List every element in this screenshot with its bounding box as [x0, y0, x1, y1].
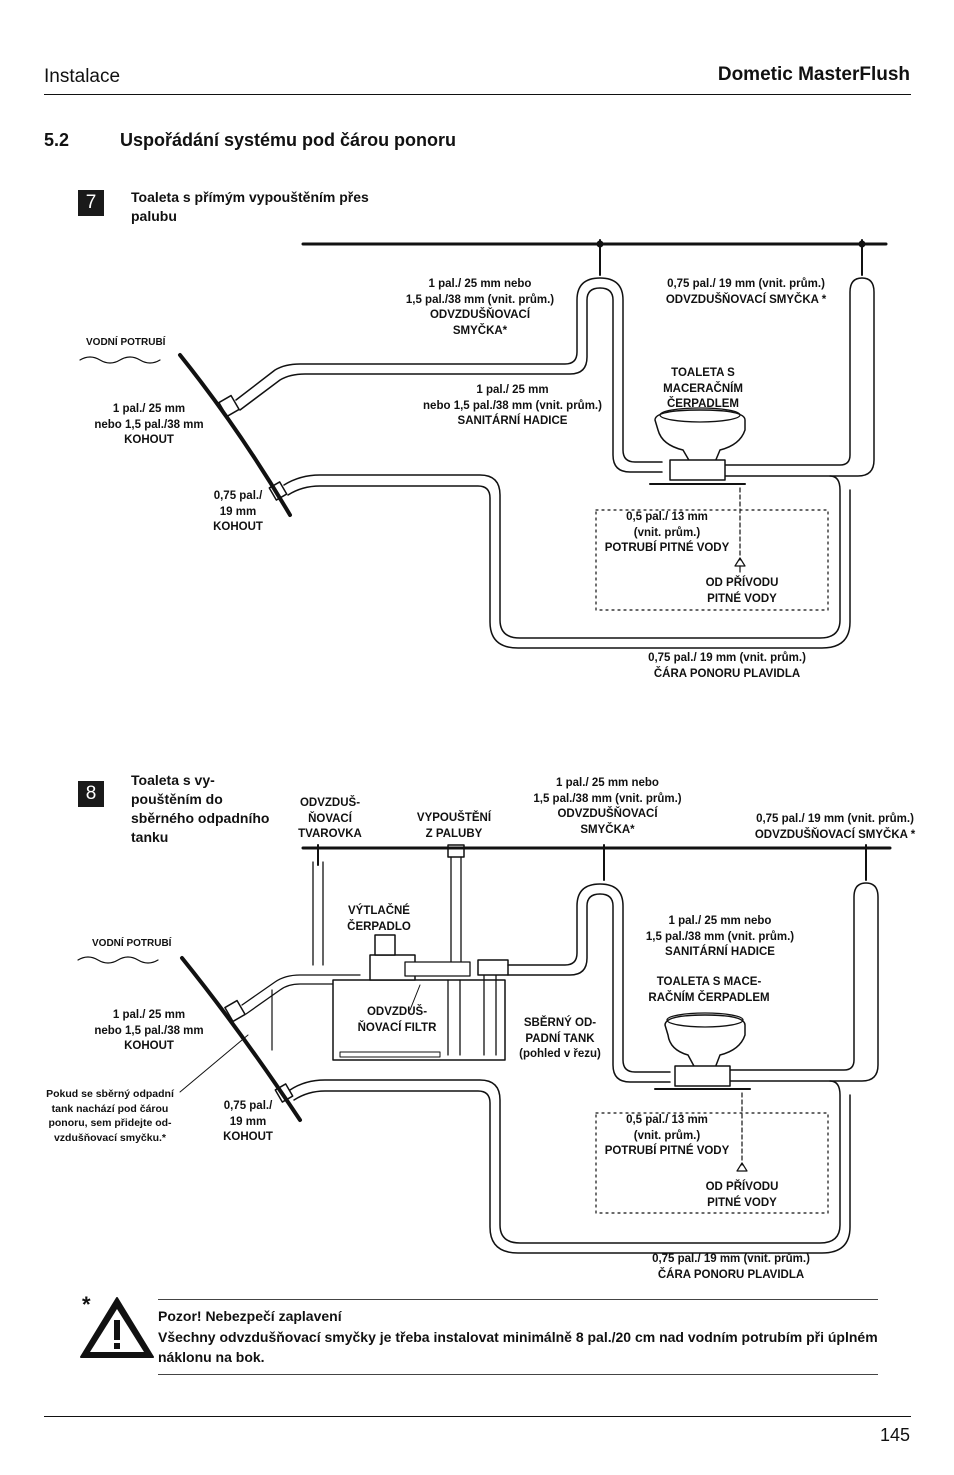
fig8-seacock-large-label: 1 pal./ 25 mm nebo 1,5 pal./38 mm KOHOUT [94, 1009, 204, 1052]
warning-triangle-drawing [80, 1297, 154, 1358]
fig7-seacock-small-label: 0,75 pal./ 19 mm KOHOUT [213, 490, 263, 533]
figure7-caption: Toaleta s přímým vypouštěním přes palubu [131, 189, 369, 224]
warning-title: Pozor! Nebezpečí zaplavení [158, 1308, 342, 1324]
fig8-toilet-label: TOALETA S MACE- RAČNÍM ČERPADLEM [648, 976, 770, 1004]
fig8-pump-out-label: VÝTLAČNÉ ČERPADLO [347, 905, 411, 933]
fig8-vent-fitting-label: ODVZDUŠ- ŇOVACÍ TVAROVKA [298, 797, 362, 840]
fig7-vent-loop-small-label: 0,75 pal./ 19 mm (vnit. prům.) ODVZDUŠŇO… [665, 278, 827, 306]
fig7-potable-pipe-label: 0,5 pal./ 13 mm (vnit. prům.) POTRUBÍ PI… [604, 511, 730, 554]
header-product: Dometic MasterFlush [717, 64, 910, 85]
section-title: Uspořádání systému pod čárou ponoru [120, 130, 457, 150]
page-number: 145 [879, 1425, 910, 1445]
fig8-note-label: Pokud se sběrný odpadní tank nachází pod… [46, 1088, 174, 1144]
fig8-vent-loop-large-label: 1 pal./ 25 mm nebo 1,5 pal./38 mm (vnit.… [533, 777, 682, 836]
header-divider [44, 94, 911, 95]
figure8-caption: Toaleta s vy- pouštěním do sběrného odpa… [131, 772, 270, 845]
fig7-sanitary-hose-label: 1 pal./ 25 mm nebo 1,5 pal./38 mm (vnit.… [423, 384, 602, 427]
fig7-seacock-large-label: 1 pal./ 25 mm nebo 1,5 pal./38 mm KOHOUT [94, 403, 204, 446]
warning-top-rule [158, 1299, 878, 1300]
fig7-toilet-label: TOALETA S MACERAČNÍM ČERPADLEM [663, 367, 743, 410]
fig8-deck-discharge-label: VYPOUŠTĚNÍ Z PALUBY [416, 812, 492, 840]
fig7-waterline-label: 0,75 pal./ 19 mm (vnit. prům.) ČÁRA PONO… [648, 652, 806, 680]
warning-bottom-rule [158, 1374, 878, 1375]
fig8-waterline-label: 0,75 pal./ 19 mm (vnit. prům.) ČÁRA PONO… [652, 1253, 810, 1281]
fig8-vent-filter-label: ODVZDUŠ- ŇOVACÍ FILTR [357, 1006, 437, 1034]
fig8-vent-loop-small-label: 0,75 pal./ 19 mm (vnit. prům.) ODVZDUŠŇO… [754, 813, 916, 841]
fig8-sanitary-hose-label: 1 pal./ 25 mm nebo 1,5 pal./38 mm (vnit.… [645, 915, 795, 958]
header-section: Instalace [44, 66, 121, 87]
figure8-badge: 8 [78, 781, 104, 807]
warning-text: Všechny odvzdušňovací smyčky je třeba in… [158, 1329, 878, 1365]
fig7-vent-loop-large-label: 1 pal./ 25 mm nebo 1,5 pal./38 mm (vnit.… [405, 278, 555, 337]
fig8-water-pipe-label: VODNÍ POTRUBÍ [92, 938, 172, 949]
figure8-drawing [77, 844, 892, 1254]
fig8-potable-supply-label: OD PŘÍVODU PITNÉ VODY [705, 1181, 779, 1209]
fig8-holding-tank-label: SBĚRNÝ OD- PADNÍ TANK (pohled v řezu) [519, 1017, 601, 1060]
fig7-potable-supply-label: OD PŘÍVODU PITNÉ VODY [705, 577, 779, 605]
fig8-potable-pipe-label: 0,5 pal./ 13 mm (vnit. prům.) POTRUBÍ PI… [604, 1114, 730, 1157]
fig7-water-pipe-label: VODNÍ POTRUBÍ [86, 337, 166, 348]
figure7-badge: 7 [78, 190, 104, 216]
fig8-seacock-small-label: 0,75 pal./ 19 mm KOHOUT [223, 1100, 273, 1143]
section-number: 5.2 [44, 130, 70, 150]
warning-marker: * [82, 1292, 91, 1317]
footer-divider [44, 1416, 911, 1417]
figure7-drawing [79, 239, 888, 649]
